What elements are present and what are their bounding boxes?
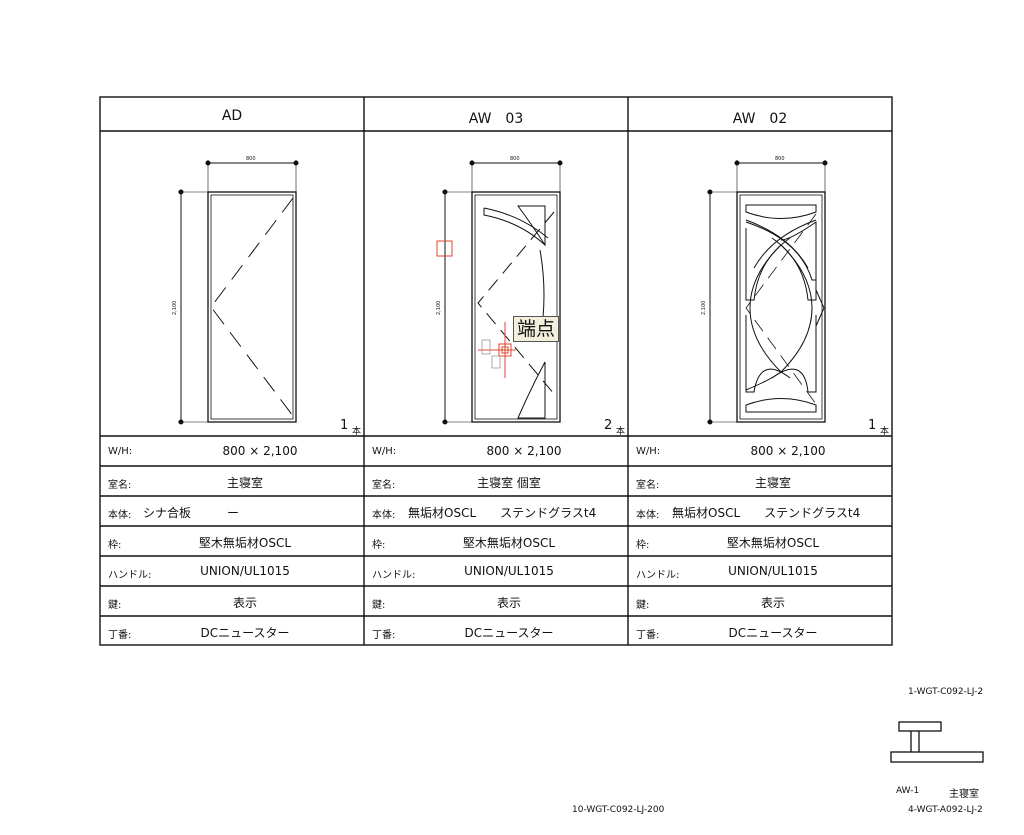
spec-label: 鍵: [372, 600, 386, 611]
spec-value: 堅木無垢材OSCL [726, 536, 820, 550]
sheet-ref-bottom-center: 10-WGT-C092-LJ-200 [572, 805, 665, 815]
sheet-ref-top-right: 1-WGT-C092-LJ-2 [908, 687, 984, 697]
dim-width-ad: 800 [246, 156, 256, 162]
spec-label: 室名: [636, 480, 660, 491]
spec-label: 本体: [108, 510, 132, 521]
spec-label: ハンドル: [108, 570, 152, 581]
spec-label: 丁番: [372, 630, 396, 641]
spec-label: 本体: [636, 510, 660, 521]
quantity-ad: 1 [340, 418, 349, 433]
spec-value: DCニュースター [728, 626, 818, 640]
spec-value: 800 × 2,100 [222, 444, 298, 458]
quantity-unit-aw02: 本 [880, 427, 890, 437]
spec-label: 枠: [636, 540, 650, 551]
spec-value: 800 × 2,100 [486, 444, 562, 458]
spec-label: 室名: [108, 480, 132, 491]
spec-value: 主寝室 [226, 476, 263, 490]
spec-label: ハンドル: [636, 570, 680, 581]
spec-value: UNION/UL1015 [200, 564, 290, 578]
spec-label: 枠: [372, 540, 386, 551]
spec-label: 鍵: [636, 600, 650, 611]
spec-value: UNION/UL1015 [728, 564, 818, 578]
spec-label: W/H: [108, 446, 133, 457]
spec-value: 800 × 2,100 [750, 444, 826, 458]
spec-label: 鍵: [108, 600, 122, 611]
spec-value: 主寝室 個室 [477, 476, 541, 490]
spec-value: 表示 [496, 596, 521, 610]
spec-label: 室名: [372, 480, 396, 491]
column-title-ad: AD [221, 108, 243, 124]
spec-label: 本体: [372, 510, 396, 521]
spec-value: 無垢材OSCL ステンドグラスt4 [408, 506, 597, 520]
spec-value: 表示 [760, 596, 785, 610]
spec-value: 無垢材OSCL ステンドグラスt4 [672, 506, 861, 520]
spec-label: 枠: [108, 540, 122, 551]
dim-height-aw02: 2,100 [701, 301, 707, 315]
spec-label: ハンドル: [372, 570, 416, 581]
dim-height-aw03: 2,100 [436, 301, 442, 315]
column-title-aw03: AW 03 [468, 111, 524, 127]
spec-value: DCニュースター [200, 626, 290, 640]
dim-width-aw03: 800 [510, 156, 520, 162]
spec-value: 堅木無垢材OSCL [462, 536, 556, 550]
sheet-ref-aw1: AW-1 [896, 786, 920, 796]
quantity-aw03: 2 [604, 418, 613, 433]
column-title-aw02: AW 02 [732, 111, 788, 127]
quantity-aw02: 1 [868, 418, 877, 433]
spec-value: DCニュースター [464, 626, 554, 640]
dim-width-aw02: 800 [775, 156, 785, 162]
dim-height-ad: 2,100 [172, 301, 178, 315]
quantity-unit-aw03: 本 [616, 427, 626, 437]
snap-tooltip: 端点 [513, 316, 560, 342]
spec-value: 表示 [232, 596, 257, 610]
spec-value: 堅木無垢材OSCL [198, 536, 292, 550]
spec-label: 丁番: [636, 630, 660, 641]
spec-value: 主寝室 [754, 476, 791, 490]
spec-label: 丁番: [108, 630, 132, 641]
spec-label: W/H: [636, 446, 661, 457]
spec-label: W/H: [372, 446, 397, 457]
sheet-ref-bottom-right: 4-WGT-A092-LJ-2 [908, 805, 983, 815]
quantity-unit-ad: 本 [352, 427, 362, 437]
spec-value: UNION/UL1015 [464, 564, 554, 578]
spec-value: シナ合板 ー [143, 506, 240, 520]
sheet-ref-room: 主寝室 [949, 789, 979, 800]
